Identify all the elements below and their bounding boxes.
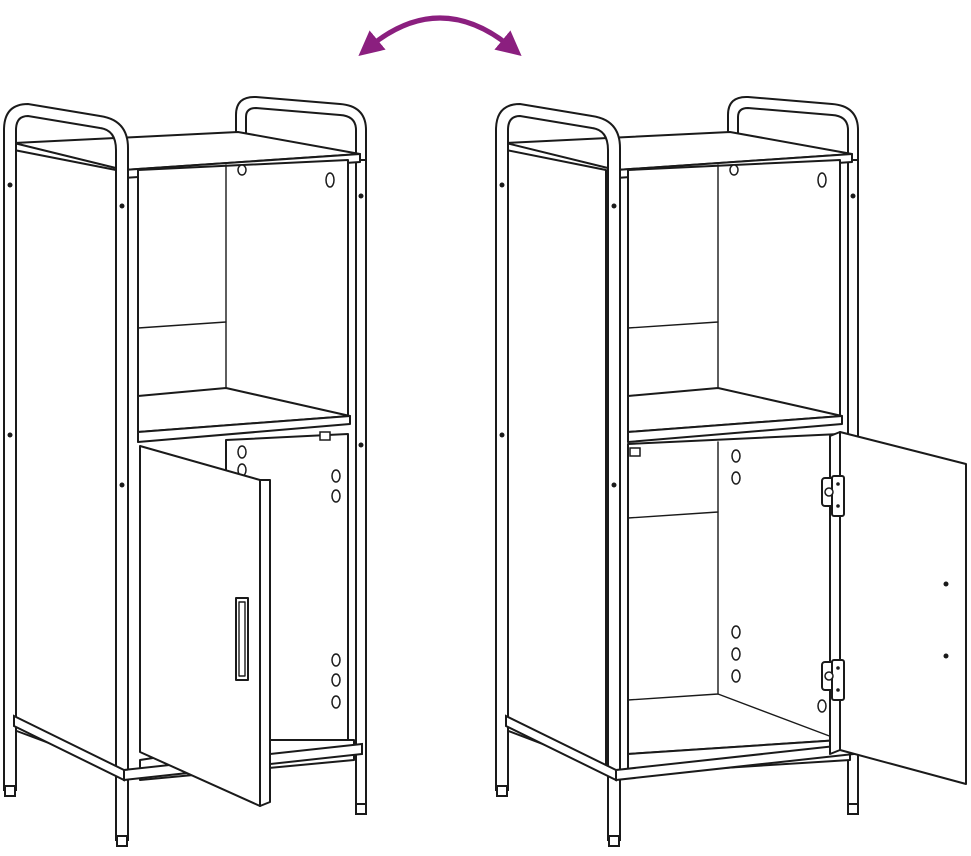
door-left-hinged bbox=[139, 445, 271, 807]
cabinet-left-hinged bbox=[3, 95, 367, 847]
door-handle bbox=[235, 597, 249, 681]
frame-front-loop bbox=[495, 102, 621, 841]
carcass-back-upper bbox=[627, 159, 841, 431]
hinge-top bbox=[821, 475, 845, 517]
leg-back-right bbox=[355, 159, 367, 811]
side-panel-left bbox=[13, 149, 117, 769]
cabinet-right-hinged bbox=[495, 95, 967, 847]
frame-back-loop bbox=[727, 95, 859, 809]
frame-back-loop bbox=[235, 95, 367, 809]
curved-double-arrow-icon bbox=[358, 15, 522, 56]
side-panel-left bbox=[505, 149, 607, 769]
frame-front-loop bbox=[3, 102, 129, 841]
door-right-hinged bbox=[821, 431, 967, 785]
carcass-back-upper bbox=[137, 159, 349, 431]
hinge-bottom bbox=[821, 659, 845, 701]
